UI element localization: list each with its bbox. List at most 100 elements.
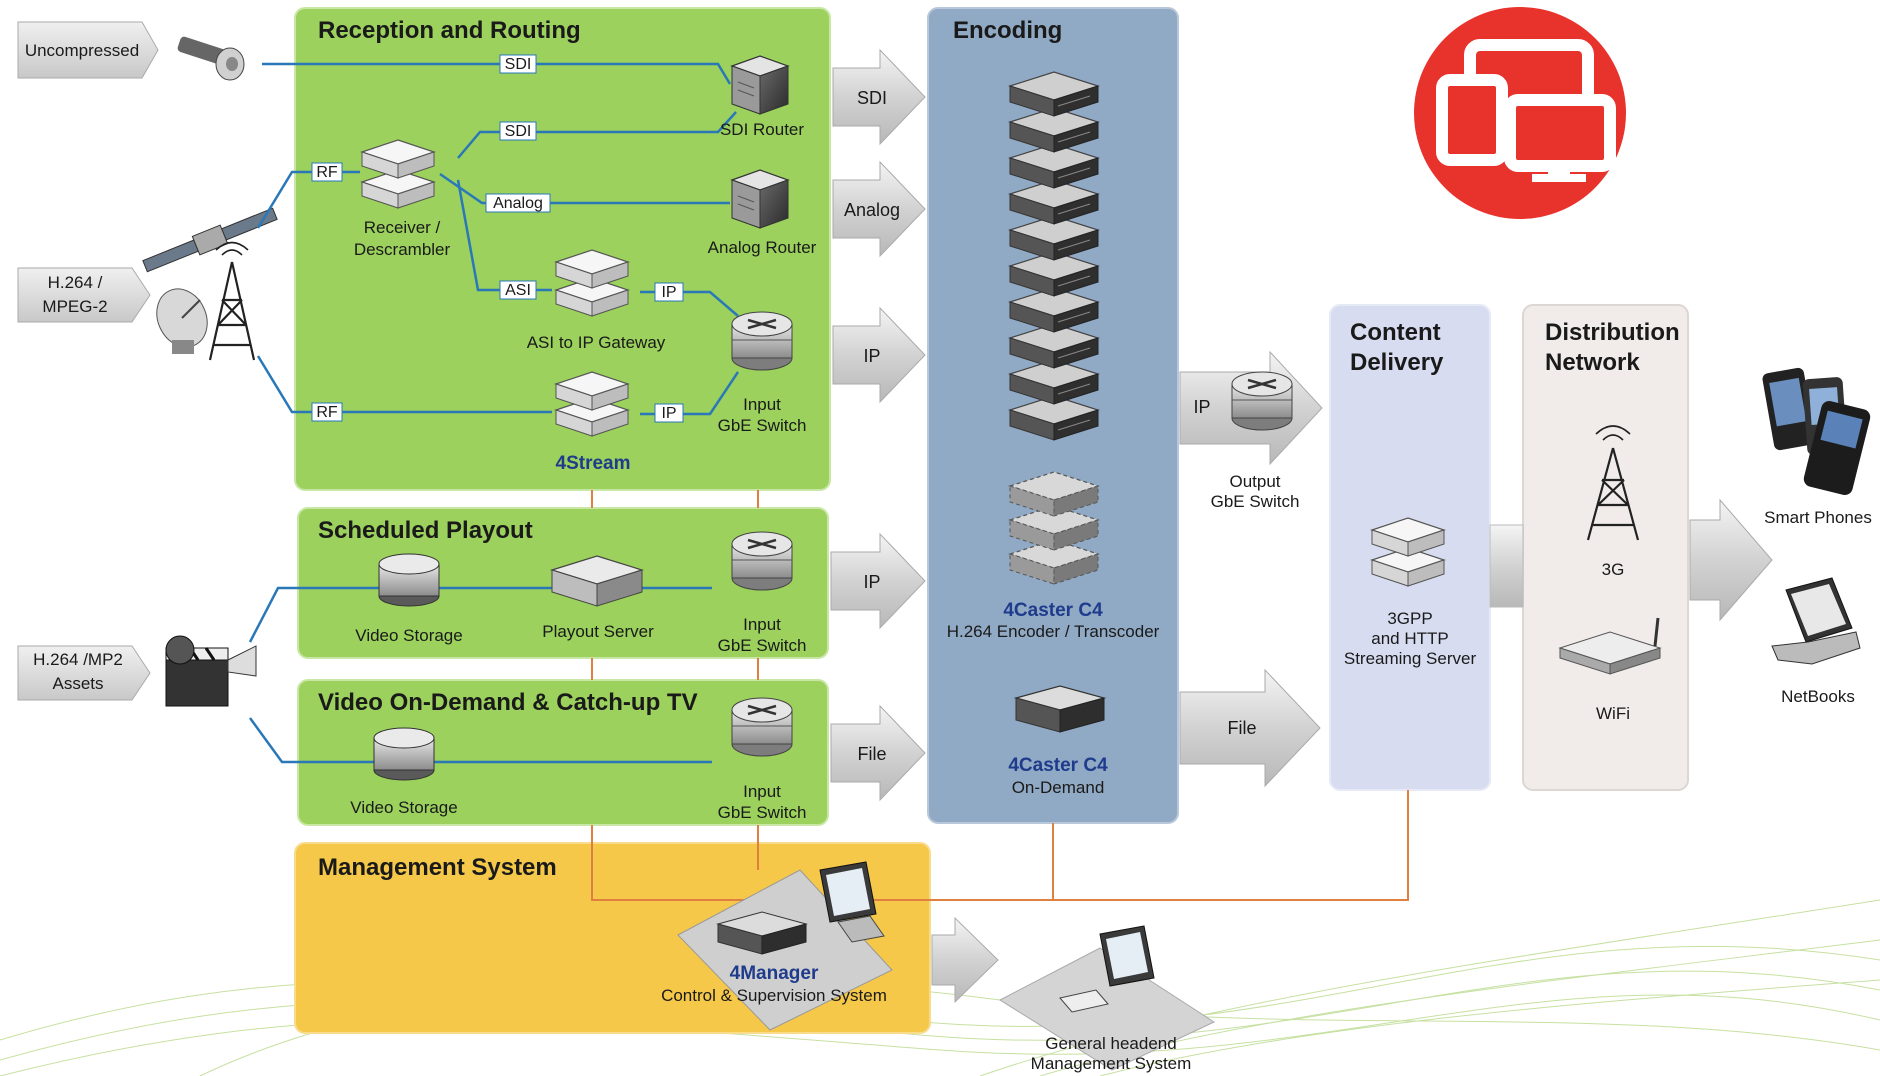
distribution-panel: Distribution Network [1522, 304, 1689, 791]
scheduled-input-switch: Input GbE Switch [718, 530, 807, 655]
streaming-server-label-2: and HTTP [1371, 629, 1448, 648]
netbook: NetBooks [1771, 577, 1861, 706]
arrow-ip-1-label: IP [863, 346, 880, 366]
ondemand-server [1013, 685, 1107, 733]
tower-icon [208, 241, 256, 361]
tag-asi: ASI [505, 282, 531, 299]
encoding-title: Encoding [953, 17, 1062, 44]
input-assets-line1: H.264 /MP2 [33, 650, 123, 669]
arrow-file-1-label: File [857, 744, 886, 764]
management-title: Management System [318, 854, 557, 881]
tower-3g: 3G [1586, 425, 1640, 579]
ondemand-desc: On-Demand [1012, 778, 1105, 797]
output-switch: Output GbE Switch [1211, 370, 1300, 511]
reception-title: Reception and Routing [318, 17, 581, 44]
reception-input-switch: Input GbE Switch [718, 310, 807, 435]
storage-icon [373, 727, 435, 781]
vod-input-switch: Input GbE Switch [718, 696, 807, 822]
flow-arrows: SDI Analog IP IP File IP File [830, 48, 1773, 1004]
manager-desc: Control & Supervision System [661, 986, 887, 1005]
line-tags: SDI SDI RF Analog ASI IP RF IP [311, 54, 684, 423]
manager-brand: 4Manager [730, 963, 819, 984]
ondemand-brand: 4Caster C4 [1008, 755, 1108, 776]
router-icon [731, 169, 789, 229]
scheduled-switch-label-2: GbE Switch [718, 636, 807, 655]
encoder-brand: 4Caster C4 [1003, 600, 1103, 621]
tower-icon [1586, 425, 1640, 541]
receiver-label-1: Receiver / [364, 218, 441, 237]
scheduled-storage-label: Video Storage [355, 626, 462, 645]
wifi-router-icon [1558, 617, 1662, 675]
arrow-content-distribution [1489, 524, 1524, 608]
streaming-server-label-3: Streaming Server [1344, 649, 1477, 668]
rf-ip-device: 4Stream [555, 371, 631, 474]
distribution-title-2: Network [1545, 349, 1640, 376]
encoder-ghost-stack [1009, 471, 1099, 585]
input-h264-mpeg2-line1: H.264 / [48, 273, 103, 292]
arrow-file-2: File [1179, 668, 1321, 788]
vod-video-storage: Video Storage [350, 727, 458, 817]
tag-rf-1: RF [316, 164, 338, 181]
arrow-ip-1: IP [832, 306, 926, 404]
router-icon [731, 55, 789, 115]
input-assets-line2: Assets [52, 674, 103, 693]
encoder-desc: H.264 Encoder / Transcoder [947, 622, 1160, 641]
arrow-analog-label: Analog [844, 200, 900, 220]
asi-gateway: ASI to IP Gateway [527, 249, 666, 352]
arrow-management-general [931, 916, 999, 1004]
laptop-icon [1771, 577, 1861, 665]
label-3g: 3G [1602, 560, 1625, 579]
playout-server-label: Playout Server [542, 622, 654, 641]
analog-router-label: Analog Router [708, 238, 817, 257]
arrow-ip-output-label: IP [1193, 397, 1210, 417]
arrow-analog: Analog [832, 160, 926, 258]
switch-icon [730, 530, 794, 592]
tag-sdi-1: SDI [505, 56, 532, 73]
tag-rf-2: RF [316, 404, 338, 421]
streaming-server-label-1: 3GPP [1387, 609, 1432, 628]
scheduled-switch-label-1: Input [743, 615, 781, 634]
output-switch-label-2: GbE Switch [1211, 492, 1300, 511]
input-uncompressed-label: Uncompressed [25, 41, 139, 60]
bnc-connector-icon [177, 36, 245, 81]
switch-icon [730, 310, 794, 372]
playout-server: Playout Server [542, 555, 654, 641]
arrow-sdi: SDI [832, 48, 926, 146]
tag-ip-2: IP [661, 405, 676, 422]
input-uncompressed: Uncompressed [17, 21, 159, 79]
connection-lines [248, 62, 740, 764]
label-wifi: WiFi [1596, 704, 1630, 723]
asi-gateway-label: ASI to IP Gateway [527, 333, 666, 352]
general-headend: General headend Management System [998, 925, 1216, 1073]
reception-panel: Reception and Routing [294, 7, 831, 491]
general-headend-label-2: Management System [1031, 1054, 1192, 1073]
vod-switch-label-2: GbE Switch [718, 803, 807, 822]
input-h264-mp2-assets: H.264 /MP2 Assets [17, 645, 151, 701]
switch-icon [730, 696, 794, 758]
phone-icon [1762, 367, 1871, 496]
netbooks-label: NetBooks [1781, 687, 1855, 706]
manager-platform: 4Manager Control & Supervision System [661, 861, 893, 1031]
reception-switch-label-1: Input [743, 395, 781, 414]
screens-logo-icon [1414, 7, 1626, 219]
dish-icon [156, 288, 208, 354]
analog-router: Analog Router [708, 169, 817, 257]
scheduled-video-storage: Video Storage [355, 553, 463, 645]
content-delivery-title-1: Content [1350, 319, 1441, 346]
arrow-sdi-label: SDI [857, 88, 887, 108]
satellite-icon [142, 207, 278, 273]
content-delivery-title-2: Delivery [1350, 349, 1444, 376]
tag-sdi-2: SDI [505, 123, 532, 140]
arrow-ip-2: IP [830, 532, 926, 630]
storage-icon [378, 553, 440, 607]
reception-switch-label-2: GbE Switch [718, 416, 807, 435]
streaming-server: 3GPP and HTTP Streaming Server [1344, 517, 1477, 668]
input-h264-mpeg2: H.264 / MPEG-2 [17, 267, 151, 323]
monitor-icon [819, 861, 885, 943]
clapperboard-icon [165, 635, 257, 707]
management-lines [591, 490, 1409, 901]
arrow-distribution-devices [1689, 498, 1773, 622]
general-headend-label-1: General headend [1045, 1034, 1176, 1053]
vod-panel: Video On-Demand & Catch-up TV [297, 679, 829, 826]
